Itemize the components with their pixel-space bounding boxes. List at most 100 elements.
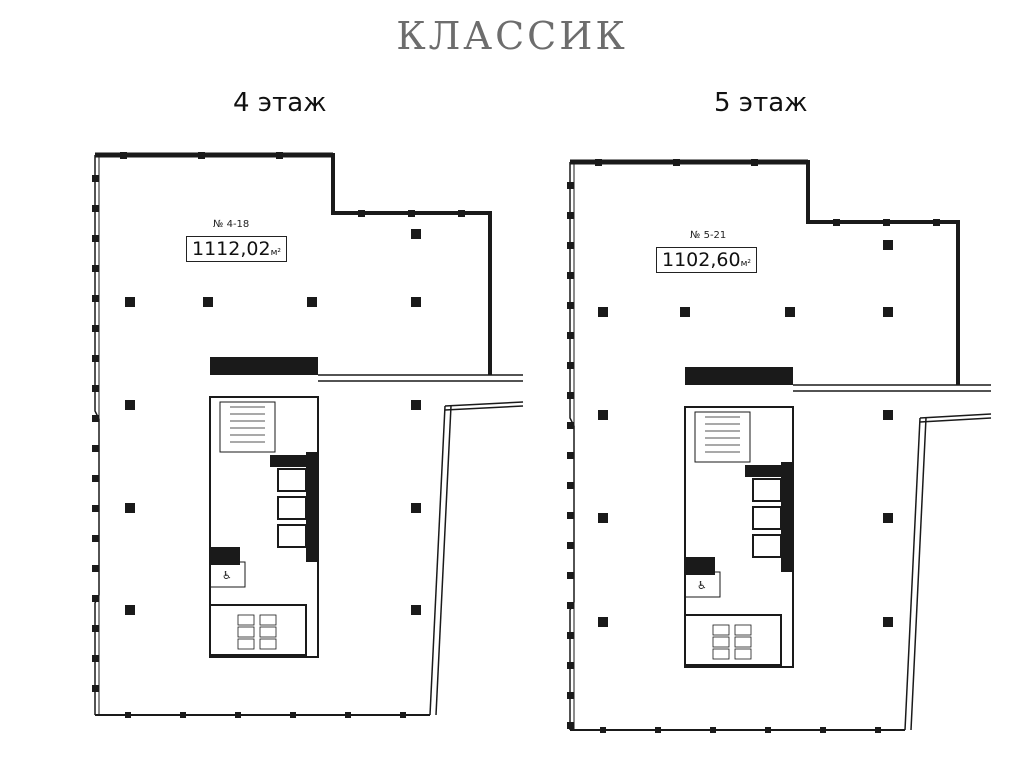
- structural-column: [598, 513, 608, 523]
- structural-column: [307, 297, 317, 307]
- facade-column: [400, 712, 406, 718]
- floor-4-area: 1112,02: [192, 238, 271, 260]
- structural-column: [203, 297, 213, 307]
- toilet-stall: [734, 648, 752, 660]
- elevator-shaft: [752, 534, 782, 558]
- facade-column: [567, 182, 574, 189]
- brand-logo: КЛАССИК: [396, 14, 628, 58]
- facade-column: [92, 265, 99, 272]
- facade-column: [600, 727, 606, 733]
- toilet-stall: [237, 614, 255, 626]
- facade-column: [567, 542, 574, 549]
- facade-column: [567, 572, 574, 579]
- elevator-shaft: [752, 478, 782, 502]
- facade-column: [567, 212, 574, 219]
- facade-column: [710, 727, 716, 733]
- facade-column: [833, 219, 840, 226]
- floor-5-area: 1102,60: [662, 249, 741, 271]
- structural-column: [598, 617, 608, 627]
- facade-column: [92, 475, 99, 482]
- facade-column: [92, 355, 99, 362]
- facade-column: [92, 235, 99, 242]
- elevator-shaft: [277, 524, 307, 548]
- facade-column: [180, 712, 186, 718]
- floor-5-title: 5 этаж: [714, 88, 808, 118]
- facade-column: [567, 302, 574, 309]
- core-outline: [684, 406, 794, 668]
- toilet-stall: [259, 638, 277, 650]
- core-wall: [745, 465, 790, 477]
- facade-column: [567, 422, 574, 429]
- corridor-wall: [919, 417, 992, 423]
- facade-column: [567, 242, 574, 249]
- facade-column: [276, 152, 283, 159]
- facade-column: [408, 210, 415, 217]
- corridor-wall: [444, 405, 524, 411]
- facade-column: [92, 565, 99, 572]
- toilet-stall: [712, 648, 730, 660]
- facade-column: [595, 159, 602, 166]
- core-wall: [210, 547, 240, 565]
- facade-column: [567, 482, 574, 489]
- structural-column: [598, 410, 608, 420]
- facade-column: [120, 152, 127, 159]
- facade-column: [875, 727, 881, 733]
- facade-column: [673, 159, 680, 166]
- structural-column: [125, 503, 135, 513]
- floor-5-area-label[interactable]: 1102,60м²: [656, 247, 757, 273]
- facade-wall: [910, 417, 927, 731]
- core-wall: [781, 462, 793, 572]
- structural-column: [411, 605, 421, 615]
- facade-column: [567, 692, 574, 699]
- facade-column: [92, 625, 99, 632]
- facade-column: [92, 385, 99, 392]
- facade-column: [567, 362, 574, 369]
- facade-column: [933, 219, 940, 226]
- toilet-stall: [237, 638, 255, 650]
- facade-column: [92, 505, 99, 512]
- toilet-stall: [712, 636, 730, 648]
- floor-4-area-label[interactable]: 1112,02м²: [186, 236, 287, 262]
- structural-column: [411, 297, 421, 307]
- facade-column: [92, 295, 99, 302]
- facade-column: [358, 210, 365, 217]
- restrooms: [684, 614, 782, 666]
- facade-column: [92, 325, 99, 332]
- toilet-stall: [259, 626, 277, 638]
- facade-wall: [429, 405, 446, 716]
- facade-column: [567, 662, 574, 669]
- facade-wall: [435, 405, 452, 716]
- elevator-shaft: [277, 468, 307, 492]
- floor-5-area-unit: м²: [740, 259, 751, 269]
- toilet-stall: [734, 636, 752, 648]
- facade-column: [567, 512, 574, 519]
- toilet-stall: [734, 624, 752, 636]
- facade-column: [567, 722, 574, 729]
- toilet-stall: [259, 614, 277, 626]
- facade-column: [235, 712, 241, 718]
- facade-column: [567, 272, 574, 279]
- facade-column: [92, 415, 99, 422]
- core-wall: [685, 557, 715, 575]
- exterior-wall: [95, 153, 492, 375]
- structural-column: [411, 503, 421, 513]
- stairwell: [694, 411, 751, 463]
- core-wall: [270, 455, 315, 467]
- facade-column: [92, 655, 99, 662]
- floor-5-unit-number: № 5-21: [690, 230, 727, 241]
- facade-column: [567, 452, 574, 459]
- facade-column: [567, 632, 574, 639]
- facade-column: [92, 205, 99, 212]
- facade-column: [567, 392, 574, 399]
- facade-column: [567, 332, 574, 339]
- wheelchair-icon: ♿: [697, 579, 707, 592]
- accessible-restroom: [209, 561, 246, 588]
- core-outline: [209, 396, 319, 658]
- core-wall: [685, 367, 793, 385]
- core-wall: [306, 452, 318, 562]
- structural-column: [411, 229, 421, 239]
- structural-column: [125, 297, 135, 307]
- facade-column: [883, 219, 890, 226]
- wheelchair-icon: ♿: [222, 569, 232, 582]
- structural-column: [598, 307, 608, 317]
